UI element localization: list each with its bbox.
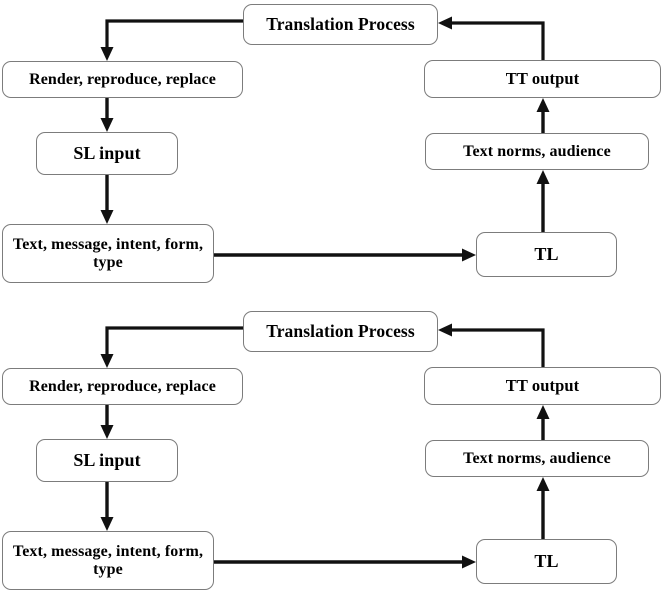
node-render-reproduce-replace[interactable]: Render, reproduce, replace	[2, 368, 243, 405]
node-label: Text, message, intent, form, type	[12, 542, 204, 578]
node-label: Text norms, audience	[463, 449, 611, 467]
arrowhead-down-render	[100, 47, 114, 61]
node-label: Render, reproduce, replace	[29, 70, 216, 88]
node-label: Translation Process	[266, 320, 415, 341]
arrowhead-down-render	[100, 354, 114, 368]
arrowhead-down-textmsg	[100, 210, 114, 224]
edge-translation-to-render	[105, 326, 243, 360]
node-tt-output[interactable]: TT output	[424, 60, 661, 98]
node-translation-process[interactable]: Translation Process	[243, 311, 438, 352]
arrowhead-left-translation	[438, 323, 452, 337]
node-text-message-intent[interactable]: Text, message, intent, form, type	[2, 531, 214, 590]
arrowhead-right-tl	[462, 555, 476, 569]
node-sl-input[interactable]: SL input	[36, 132, 178, 175]
edge-ttoutput-to-translation	[446, 21, 545, 60]
translation-flow-diagram-top: Translation Process Render, reproduce, r…	[0, 0, 663, 294]
arrowhead-right-tl	[462, 248, 476, 262]
node-tt-output[interactable]: TT output	[424, 367, 661, 405]
node-label: SL input	[73, 143, 141, 164]
arrowhead-down-slinput	[100, 425, 114, 439]
arrowhead-left-translation	[438, 16, 452, 30]
arrowhead-down-slinput	[100, 118, 114, 132]
node-sl-input[interactable]: SL input	[36, 439, 178, 482]
arrowhead-down-textmsg	[100, 517, 114, 531]
arrowhead-up-ttoutput	[536, 405, 550, 419]
edge-ttoutput-to-translation	[446, 328, 545, 367]
node-label: TT output	[505, 68, 580, 88]
node-tl[interactable]: TL	[476, 232, 617, 277]
node-label: TL	[534, 244, 559, 265]
node-text-norms-audience[interactable]: Text norms, audience	[425, 133, 649, 170]
node-label: Text norms, audience	[463, 142, 611, 160]
node-label: TT output	[505, 375, 580, 395]
node-label: Text, message, intent, form, type	[12, 235, 204, 271]
node-text-message-intent[interactable]: Text, message, intent, form, type	[2, 224, 214, 283]
node-label: TL	[534, 551, 559, 572]
node-label: Translation Process	[266, 13, 415, 34]
node-label: Render, reproduce, replace	[29, 377, 216, 395]
arrowhead-up-textnorms	[536, 477, 550, 491]
arrowhead-up-ttoutput	[536, 98, 550, 112]
node-tl[interactable]: TL	[476, 539, 617, 584]
node-text-norms-audience[interactable]: Text norms, audience	[425, 440, 649, 477]
translation-flow-diagram-bottom: Translation Process Render, reproduce, r…	[0, 300, 663, 594]
node-render-reproduce-replace[interactable]: Render, reproduce, replace	[2, 61, 243, 98]
edge-translation-to-render	[105, 19, 243, 53]
node-translation-process[interactable]: Translation Process	[243, 4, 438, 45]
arrowhead-up-textnorms	[536, 170, 550, 184]
node-label: SL input	[73, 450, 141, 471]
